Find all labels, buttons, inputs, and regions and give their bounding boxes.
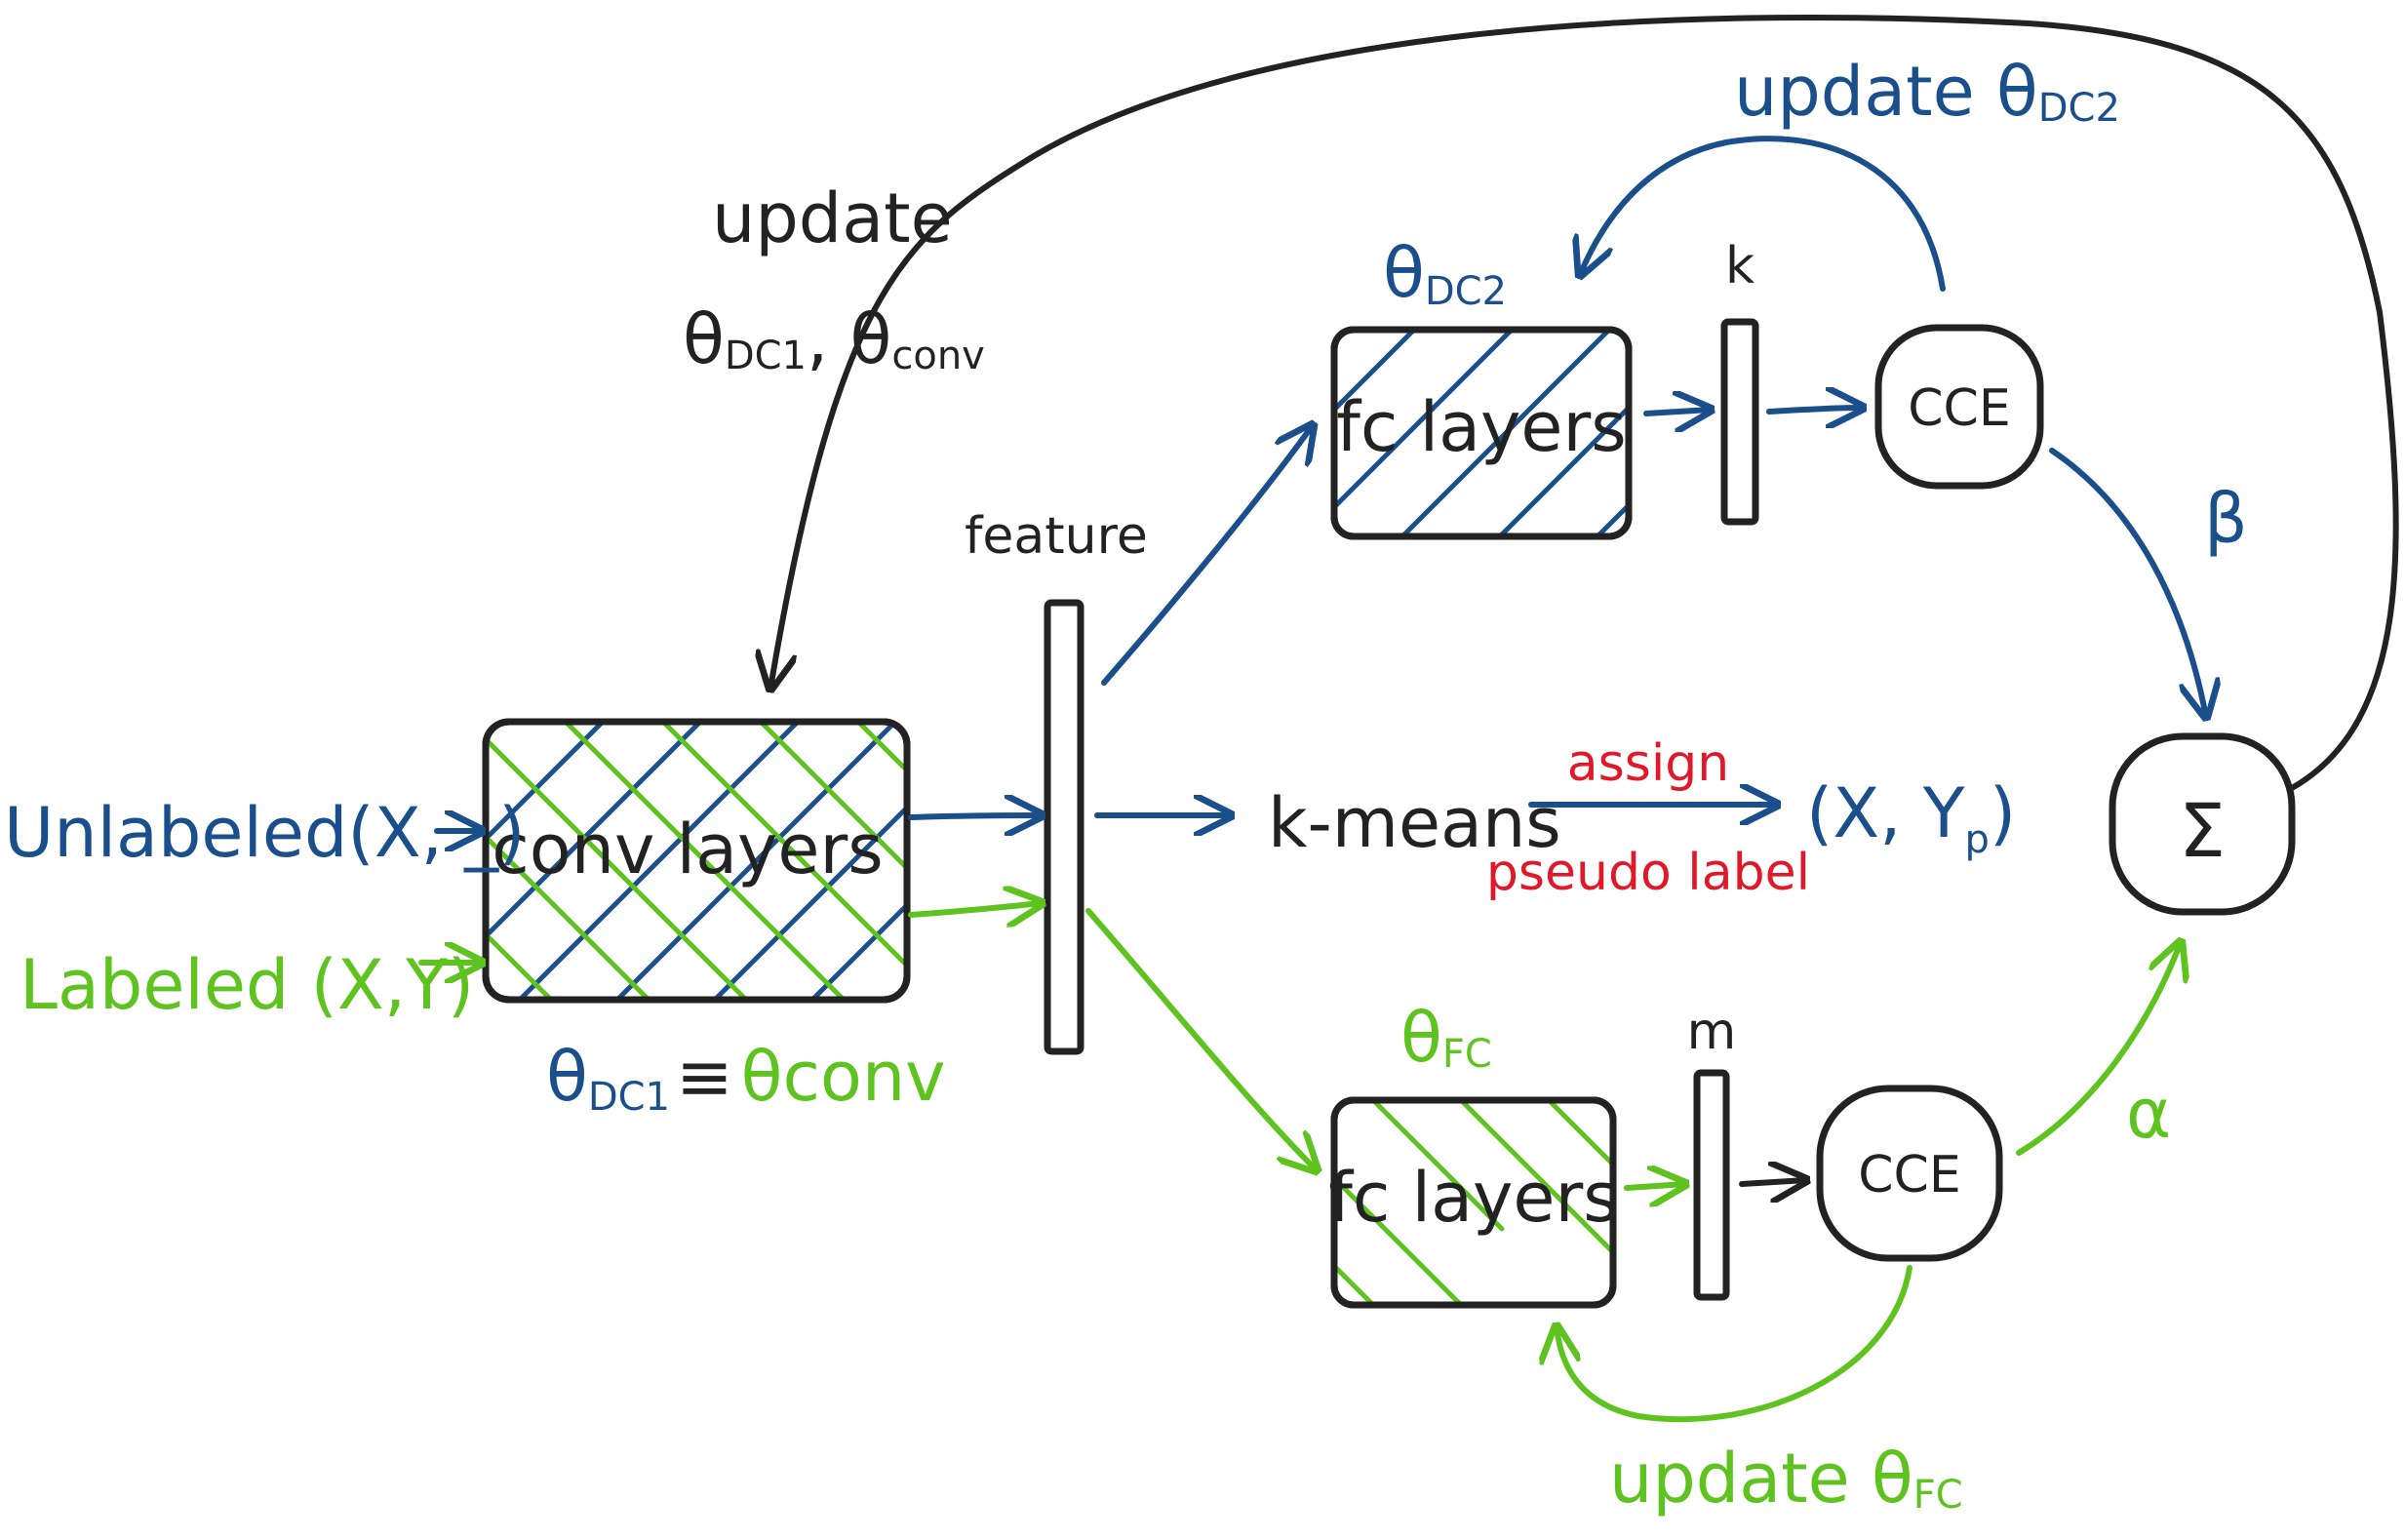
update-fc-label: update θFC bbox=[1609, 1439, 1963, 1519]
theta-dc1-subscript: DC1 bbox=[588, 1075, 670, 1120]
update-dc2-label: update θDC2 bbox=[1734, 52, 2120, 132]
theta-fc-symbol: θ bbox=[1400, 998, 1442, 1078]
output-pair-close: ) bbox=[1990, 773, 2016, 853]
update-global-dc1-subscript: DC1 bbox=[725, 334, 807, 378]
fc-bottom-params-label: θFC bbox=[1400, 998, 1492, 1078]
theta-dc2-subscript: DC2 bbox=[1425, 269, 1507, 314]
update-global-conv-subscript: conv bbox=[891, 334, 985, 378]
theta-conv-subscript: conv bbox=[783, 1037, 946, 1117]
labeled-input-label: Labeled (X,Y) bbox=[20, 945, 474, 1025]
fc-layers-bottom-label: fc layers bbox=[1328, 1158, 1618, 1238]
arrow-update-dc2 bbox=[1580, 136, 1946, 292]
cce-top-label: CCE bbox=[1908, 379, 2010, 438]
conv-layers-node: conv layers bbox=[482, 718, 911, 1004]
output-pair-subscript: p bbox=[1965, 817, 1990, 862]
cce-top-node: CCE bbox=[1874, 324, 2044, 490]
arrow-cce-top-to-sum bbox=[2049, 448, 2206, 717]
arrow-feature-to-fc-bottom bbox=[1085, 908, 1317, 1170]
fc-layers-top-label: fc layers bbox=[1336, 387, 1626, 467]
conv-hatch-blue bbox=[486, 722, 907, 1000]
conv-layers-label: conv layers bbox=[492, 809, 883, 889]
fc-top-params-label: θDC2 bbox=[1383, 233, 1507, 314]
arrow-conv-to-feature-blue bbox=[908, 815, 1042, 817]
feature-label: feature bbox=[965, 507, 1148, 566]
cce-bottom-node: CCE bbox=[1816, 1085, 2003, 1262]
update-fc-subscript: FC bbox=[1913, 1473, 1963, 1518]
theta-fc-subscript: FC bbox=[1442, 1032, 1492, 1077]
arrow-k-to-cce-top bbox=[1766, 408, 1863, 412]
alpha-weight-label: α bbox=[2126, 1074, 2171, 1154]
m-vector-node: m bbox=[1687, 1003, 1737, 1301]
update-global-line1: update bbox=[712, 178, 953, 258]
assign-label: assign bbox=[1567, 734, 1729, 793]
arrow-m-to-cce-bottom bbox=[1739, 1180, 1806, 1184]
update-global-line2: θDC1, θconv bbox=[683, 299, 985, 379]
pseudo-labeled-output: (X, Yp) bbox=[1806, 773, 2016, 862]
k-vector-node: k bbox=[1720, 237, 1759, 526]
sum-node: Σ bbox=[2109, 732, 2296, 916]
equiv-symbol: ≡ bbox=[676, 1037, 733, 1117]
conv-params-label: θDC1≡θconv bbox=[546, 1037, 946, 1120]
fc-layers-top-node: fc layers bbox=[1330, 326, 1633, 540]
theta-dc2-symbol: θ bbox=[1383, 233, 1425, 313]
arrow-feature-to-fc-top bbox=[1101, 425, 1313, 686]
cce-bottom-label: CCE bbox=[1858, 1146, 1960, 1204]
pseudo-label-label: pseudo label bbox=[1486, 844, 1810, 902]
update-global-separator: , θ bbox=[807, 299, 891, 379]
theta-dc1-symbol: θ bbox=[546, 1037, 588, 1117]
update-dc2-subscript: DC2 bbox=[2038, 86, 2120, 131]
beta-weight-label: β bbox=[2204, 479, 2248, 559]
sum-symbol: Σ bbox=[2179, 787, 2226, 874]
m-label: m bbox=[1687, 1003, 1737, 1061]
k-label: k bbox=[1725, 237, 1754, 296]
fc-layers-bottom-node: fc layers bbox=[1328, 1096, 1619, 1309]
kmeans-label: k-means bbox=[1268, 783, 1561, 863]
update-dc2-text: update θ bbox=[1734, 52, 2038, 132]
feature-node: feature bbox=[965, 507, 1148, 1055]
theta-conv-symbol: θ bbox=[741, 1037, 783, 1117]
update-fc-text: update θ bbox=[1609, 1439, 1913, 1519]
update-global-theta: θ bbox=[683, 299, 725, 379]
arrow-update-fc bbox=[1557, 1265, 1912, 1423]
output-pair-label: (X, Y bbox=[1806, 773, 1965, 853]
arrow-sum-to-conv-update bbox=[770, 15, 2399, 791]
arrow-fc-top-to-k bbox=[1643, 410, 1711, 414]
arrow-cce-bottom-to-sum bbox=[2016, 942, 2181, 1156]
fc-top-hatch bbox=[1334, 330, 1629, 536]
arrow-fc-bottom-to-m bbox=[1624, 1184, 1685, 1188]
arrow-conv-to-feature-green bbox=[908, 903, 1042, 915]
